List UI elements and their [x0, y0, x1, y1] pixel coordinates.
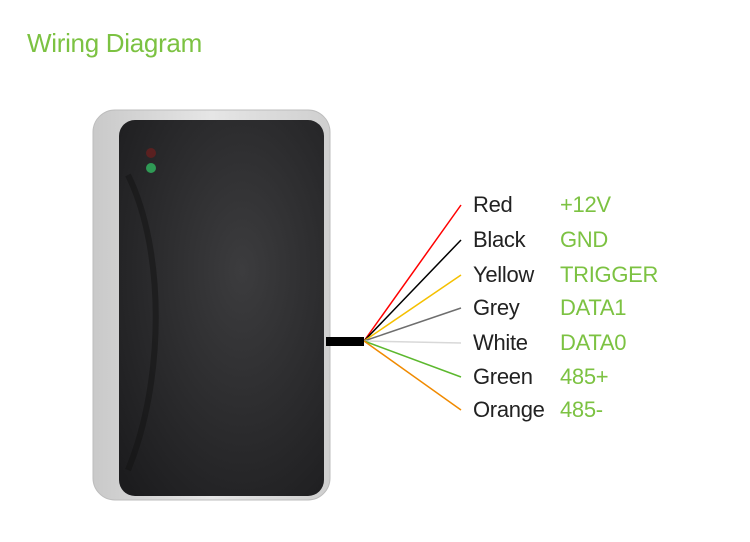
wire-black: [363, 239, 462, 342]
wire-signal-label: GND: [560, 227, 608, 252]
wire-white: [363, 340, 462, 344]
wire-color-label: Yellow: [473, 262, 534, 287]
wire-color-label: Orange: [473, 397, 545, 422]
led-red-icon: [146, 148, 156, 158]
wire-green: [363, 340, 462, 378]
wire-signal-label: DATA0: [560, 330, 627, 355]
wire-signal-label: TRIGGER: [560, 262, 659, 287]
wire-color-label: Green: [473, 364, 533, 389]
wire-color-label: Black: [473, 227, 526, 252]
page-title: Wiring Diagram: [27, 28, 202, 58]
wire-signal-label: 485-: [560, 397, 603, 422]
wire-color-label: Red: [473, 192, 513, 217]
card-reader-device: [92, 109, 331, 501]
wire-color-label: Grey: [473, 295, 520, 320]
led-green-icon: [146, 163, 156, 173]
wire-signal-label: 485+: [560, 364, 609, 389]
wire-bundle: [363, 204, 462, 411]
wire-orange: [363, 340, 462, 411]
wire-color-label: White: [473, 330, 528, 355]
wire-signal-label: DATA1: [560, 295, 627, 320]
cable: [326, 337, 364, 346]
wire-grey: [363, 307, 462, 342]
wire-signal-label: +12V: [560, 192, 611, 217]
wire-yellow: [363, 274, 462, 342]
wire-red: [363, 204, 462, 342]
